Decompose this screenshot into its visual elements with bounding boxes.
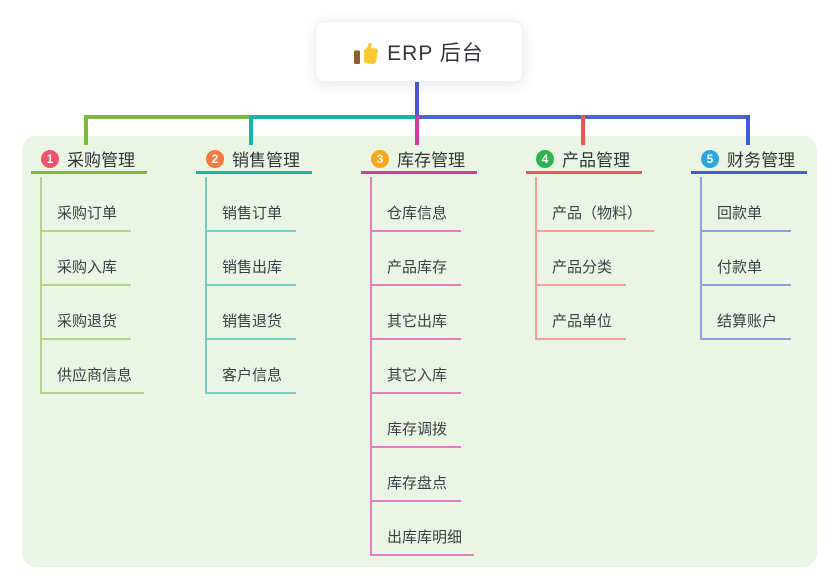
root-title: ERP 后台 — [387, 41, 484, 65]
branch-node[interactable]: 2 销售管理 — [196, 146, 312, 174]
child-node[interactable]: 结算账户 — [700, 312, 791, 340]
branch-label: 库存管理 — [397, 151, 465, 170]
branch-node[interactable]: 3 库存管理 — [361, 146, 477, 174]
child-node[interactable]: 库存调拨 — [370, 420, 461, 448]
branch-badge: 2 — [206, 149, 224, 168]
connector-drop-产品管理 — [581, 115, 585, 145]
child-node[interactable]: 库存盘点 — [370, 474, 461, 502]
child-node[interactable]: 采购退货 — [40, 312, 131, 340]
branch-badge: 1 — [41, 149, 59, 168]
root-node[interactable]: ERP 后台 — [315, 21, 523, 82]
branch-badge: 3 — [371, 149, 389, 168]
connector-drop-财务管理 — [746, 115, 750, 145]
child-node[interactable]: 仓库信息 — [370, 204, 461, 232]
child-node[interactable]: 产品（物料） — [535, 204, 655, 232]
branch-badge: 4 — [536, 149, 554, 168]
child-node[interactable]: 销售出库 — [205, 258, 296, 286]
child-node[interactable]: 其它入库 — [370, 366, 461, 394]
child-node[interactable]: 产品单位 — [535, 312, 626, 340]
child-node[interactable]: 出库库明细 — [370, 528, 475, 556]
branch-node[interactable]: 1 采购管理 — [31, 146, 147, 174]
branch-node[interactable]: 5 财务管理 — [691, 146, 807, 174]
branch-label: 采购管理 — [67, 151, 135, 170]
children-trunk-line — [535, 177, 537, 339]
branch-node[interactable]: 4 产品管理 — [526, 146, 642, 174]
child-node[interactable]: 产品库存 — [370, 258, 461, 286]
connector-drop-采购管理 — [84, 115, 88, 145]
child-node[interactable]: 销售订单 — [205, 204, 296, 232]
branch-badge: 5 — [701, 149, 719, 168]
child-node[interactable]: 其它出库 — [370, 312, 461, 340]
connector-horizontal-green — [84, 115, 253, 119]
branch-label: 销售管理 — [232, 151, 300, 170]
branch-label: 财务管理 — [727, 151, 795, 170]
children-trunk-line — [370, 177, 372, 555]
branch-label: 产品管理 — [562, 151, 630, 170]
thumbs-up-icon — [354, 42, 379, 64]
connector-drop-销售管理 — [249, 115, 253, 145]
child-node[interactable]: 销售退货 — [205, 312, 296, 340]
child-node[interactable]: 客户信息 — [205, 366, 296, 394]
child-node[interactable]: 产品分类 — [535, 258, 626, 286]
connector-horizontal-teal — [251, 115, 417, 119]
connector-root-vertical — [415, 81, 419, 119]
child-node[interactable]: 采购订单 — [40, 204, 131, 232]
child-node[interactable]: 回款单 — [700, 204, 791, 232]
child-node[interactable]: 付款单 — [700, 258, 791, 286]
connector-drop-库存管理 — [415, 115, 419, 145]
child-node[interactable]: 采购入库 — [40, 258, 131, 286]
child-node[interactable]: 供应商信息 — [40, 366, 145, 394]
children-trunk-line — [700, 177, 702, 339]
branches-background-panel — [22, 136, 817, 567]
